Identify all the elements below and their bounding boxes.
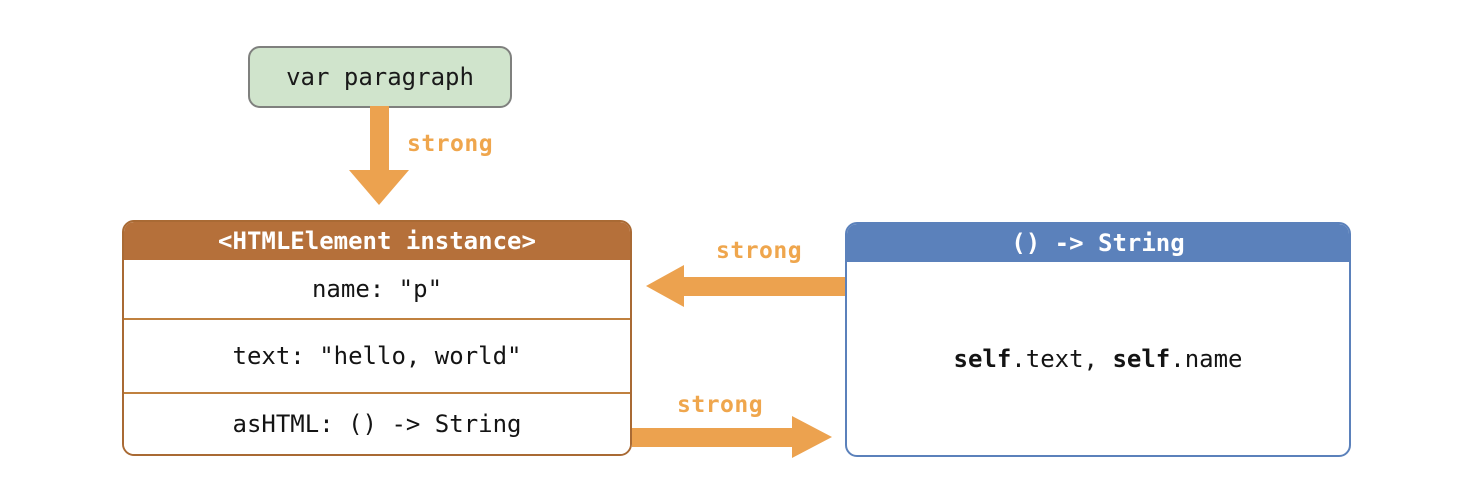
closure-header: () -> String <box>847 224 1349 262</box>
closure-body-text-property: .text, <box>1011 344 1113 373</box>
closure-box: () -> String self.text, self.name <box>845 222 1351 457</box>
htmlelement-instance-header: <HTMLElement instance> <box>124 222 630 260</box>
instance-row-text: text: "hello, world" <box>124 318 630 392</box>
right-arrow-shaft-icon <box>632 428 794 447</box>
strong-label-instance-to-closure: strong <box>677 392 764 418</box>
closure-body-self-1: self <box>953 344 1012 373</box>
down-arrow-shaft-icon <box>370 106 389 172</box>
left-arrow-shaft-icon <box>682 277 845 296</box>
down-arrow-head-icon <box>349 170 409 205</box>
closure-body-self-2: self <box>1112 344 1171 373</box>
closure-body: self.text, self.name <box>847 262 1349 455</box>
closure-body-name-property: .name <box>1170 344 1243 373</box>
instance-row-ashtml: asHTML: () -> String <box>124 392 630 454</box>
instance-row-name: name: "p" <box>124 260 630 318</box>
var-paragraph-box: var paragraph <box>248 46 512 108</box>
left-arrow-head-icon <box>646 265 684 307</box>
var-paragraph-label: var paragraph <box>286 63 474 91</box>
right-arrow-head-icon <box>792 416 832 458</box>
strong-label-var-to-instance: strong <box>407 131 494 157</box>
htmlelement-instance-box: <HTMLElement instance> name: "p" text: "… <box>122 220 632 456</box>
strong-label-closure-to-instance: strong <box>716 238 803 264</box>
